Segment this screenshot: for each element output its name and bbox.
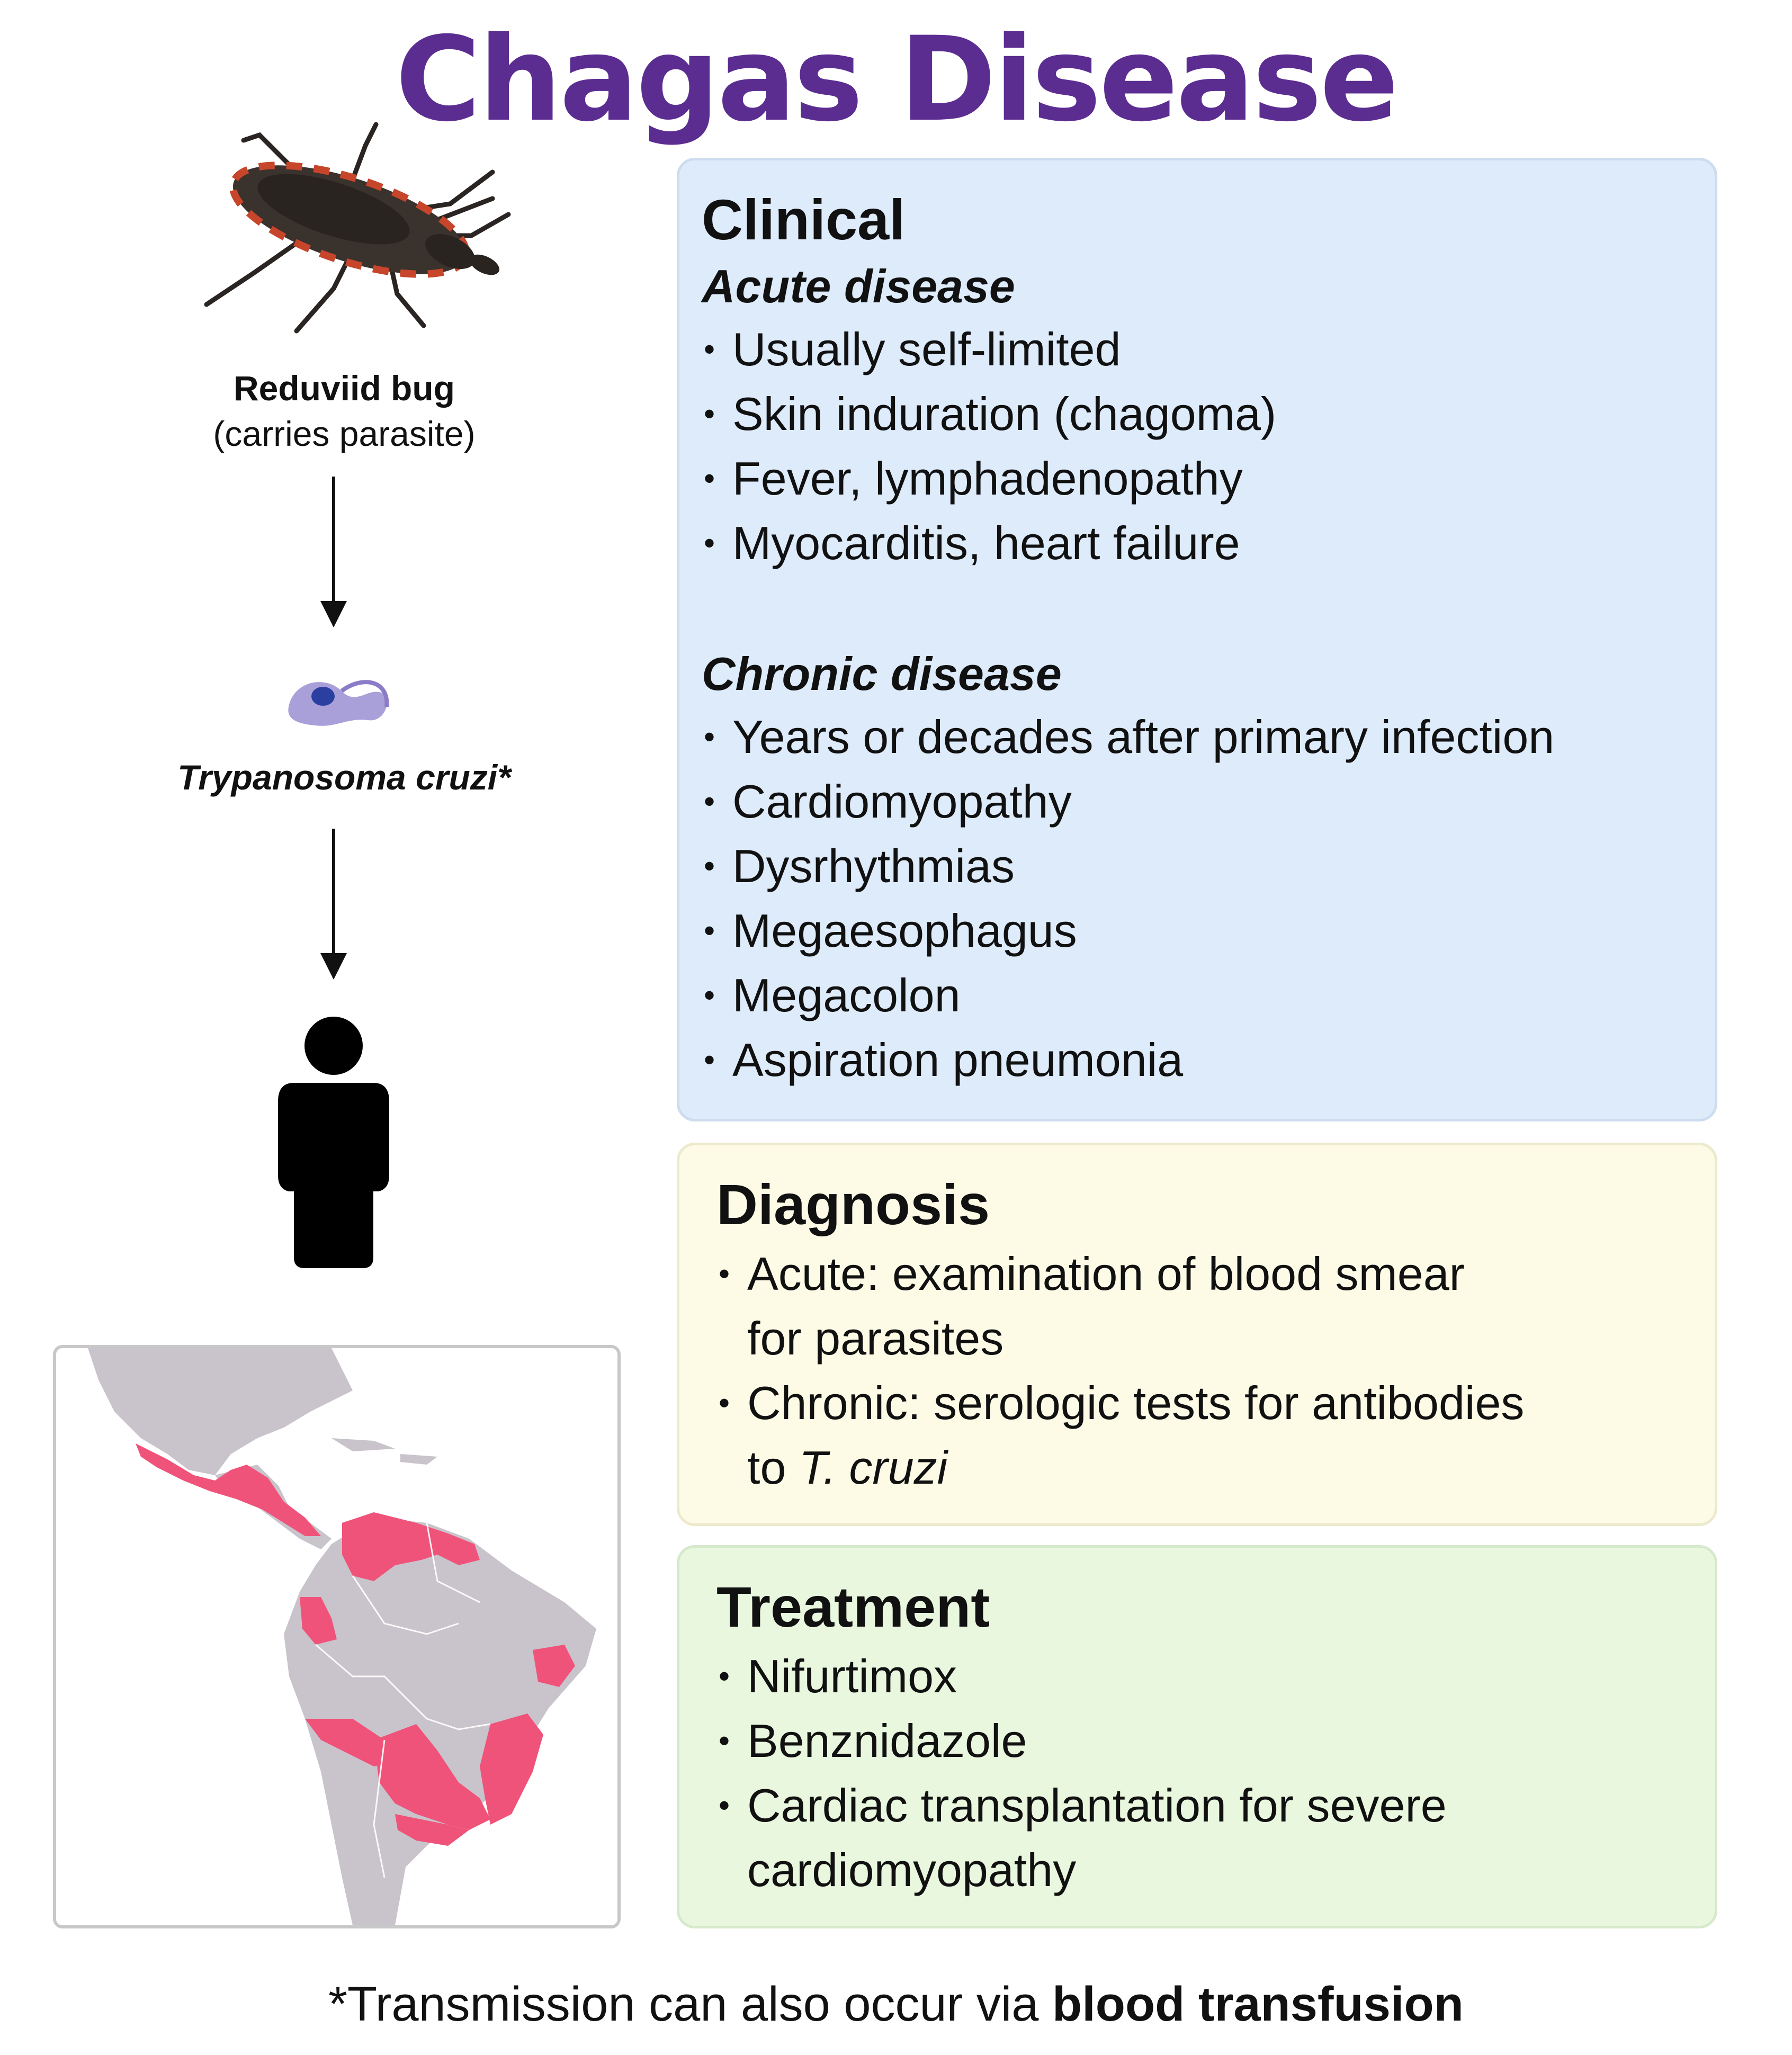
page-title: Chagas Disease (395, 12, 1399, 147)
bug-label-title: Reduviid bug (234, 369, 455, 408)
treatment-panel: Treatment •Nifurtimox •Benznidazole •Car… (677, 1545, 1717, 1928)
treatment-list: •Nifurtimox •Benznidazole •Cardiac trans… (716, 1644, 1447, 1903)
list-item: •Fever, lymphadenopathy (704, 452, 1243, 505)
list-item: •Megacolon (704, 969, 961, 1021)
arrow-down-icon (320, 829, 347, 980)
person-icon (278, 1017, 389, 1268)
list-item-continuation: for parasites (747, 1312, 1004, 1365)
list-item: •Cardiomyopathy (704, 775, 1072, 828)
list-item: •Megaesophagus (704, 904, 1077, 957)
reduviid-bug-image (204, 122, 511, 334)
list-item-continuation: to T. cruzi (747, 1441, 948, 1494)
footnote-text: *Transmission can also occur via (328, 1977, 1053, 2031)
list-item: •Usually self-limited (704, 323, 1121, 375)
list-item: •Myocarditis, heart failure (704, 517, 1240, 569)
trypanosoma-image (288, 680, 389, 726)
chronic-disease-heading: Chronic disease (702, 648, 1062, 700)
parasite-label: Trypanosoma cruzi* (177, 758, 511, 797)
diagnosis-heading: Diagnosis (716, 1172, 990, 1236)
treatment-heading: Treatment (716, 1575, 990, 1639)
bug-label: Reduviid bug (carries parasite) (132, 365, 556, 456)
list-item: •Benznidazole (719, 1715, 1027, 1767)
diagnosis-panel: Diagnosis •Acute: examination of blood s… (677, 1143, 1717, 1526)
list-item: •Cardiac transplantation for severe (719, 1779, 1447, 1832)
bug-label-subtitle: (carries parasite) (213, 414, 476, 453)
footnote: *Transmission can also occur via blood t… (0, 1975, 1792, 2033)
americas-map (56, 1348, 617, 1925)
list-item: •Dysrhythmias (704, 840, 1015, 892)
arrow-down-icon (320, 477, 347, 627)
list-item-continuation: cardiomyopathy (747, 1844, 1077, 1896)
list-item: •Nifurtimox (719, 1650, 957, 1702)
diagnosis-list: •Acute: examination of blood smear for p… (716, 1242, 1524, 1500)
acute-disease-list: •Usually self-limited •Skin induration (… (702, 317, 1276, 576)
clinical-panel: Clinical Acute disease •Usually self-lim… (677, 158, 1717, 1121)
list-item: •Acute: examination of blood smear (719, 1248, 1465, 1300)
footnote-emphasis: blood transfusion (1052, 1977, 1464, 2031)
chronic-disease-list: •Years or decades after primary infectio… (702, 705, 1554, 1092)
acute-disease-heading: Acute disease (702, 260, 1015, 312)
list-item: •Aspiration pneumonia (704, 1034, 1184, 1086)
list-item: •Years or decades after primary infectio… (704, 711, 1555, 763)
list-item: •Chronic: serologic tests for antibodies (719, 1377, 1525, 1429)
list-item: •Skin induration (chagoma) (704, 388, 1277, 440)
clinical-heading: Clinical (702, 187, 906, 252)
endemic-region-map (53, 1345, 621, 1928)
